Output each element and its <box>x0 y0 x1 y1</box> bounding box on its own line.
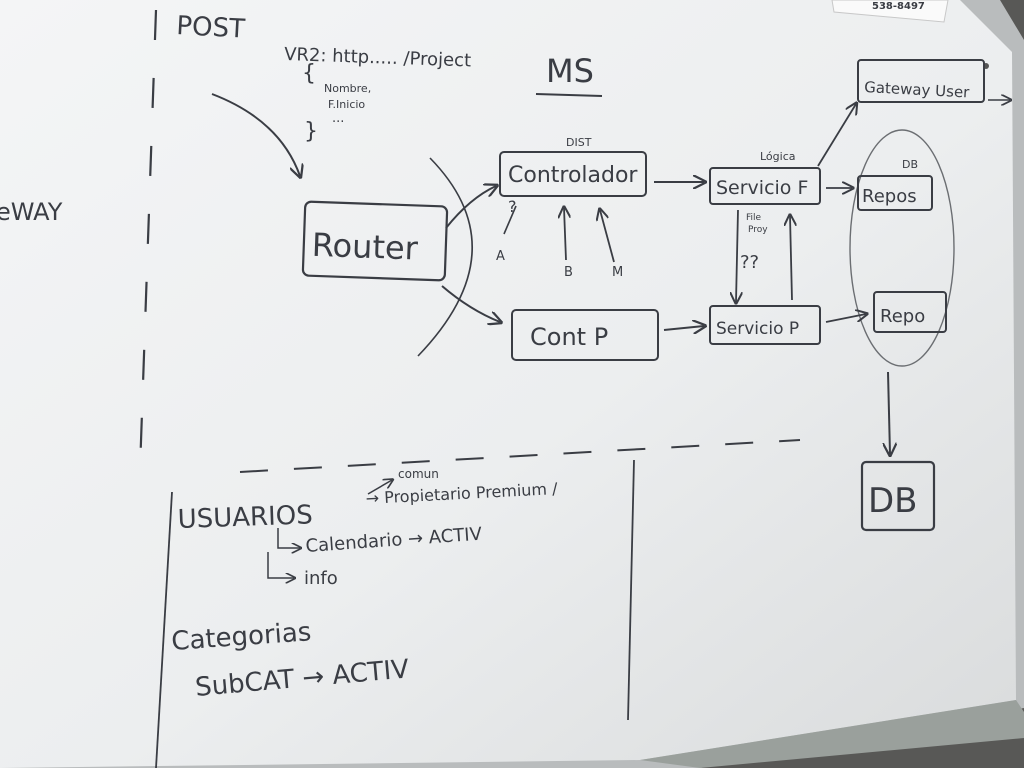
label-m: M <box>612 265 623 280</box>
notes-left-border <box>155 491 173 768</box>
arrow-servicef-to-gateway <box>817 104 856 167</box>
comun-label: comun <box>398 467 439 481</box>
arrow-servicef-down <box>736 209 738 302</box>
db-group-ellipse <box>849 129 955 367</box>
logica-label: Lógica <box>760 150 796 163</box>
arrow-router-to-controller <box>445 186 496 229</box>
db-group-label: DB <box>902 158 918 171</box>
servicep-label: Servicio P <box>716 319 799 339</box>
servicef-box <box>709 167 821 205</box>
payload-open-brace: { <box>302 61 316 86</box>
payload-close-brace: } <box>304 119 318 144</box>
ms-label: MS <box>546 52 594 90</box>
question-marks: ?? <box>740 252 759 273</box>
router-box <box>301 200 449 282</box>
router-arc <box>417 157 473 357</box>
arrow-router-to-contp <box>441 285 500 322</box>
ms-underline <box>535 93 603 97</box>
left-edge-text: eWAY <box>0 198 63 226</box>
arrow-repo-to-db <box>888 371 890 454</box>
contp-box <box>511 309 659 361</box>
label-b: B <box>564 265 573 280</box>
usuarios-label: USUARIOS <box>177 500 313 535</box>
db-label: DB <box>868 481 918 521</box>
controller-label: Controlador <box>508 163 638 188</box>
label-a: A <box>496 249 505 264</box>
router-label: Router <box>311 226 419 268</box>
repos-box <box>857 175 933 211</box>
controller-box <box>499 151 647 197</box>
post-method-text: POST <box>176 11 246 45</box>
dashed-divider-horizontal <box>239 439 801 473</box>
bracket-info <box>267 552 294 578</box>
repo-label: Repo <box>880 306 925 327</box>
file-proy-label-1: File <box>746 213 762 223</box>
gateway-user-box <box>857 59 985 103</box>
payload-more: ... <box>332 111 344 126</box>
repo-box <box>873 291 947 333</box>
arrow-servicep-up <box>790 216 792 301</box>
dist-label: DIST <box>566 136 592 149</box>
arrow-servicep-to-repo <box>825 314 866 323</box>
db-box <box>860 460 936 532</box>
dashed-divider-vertical <box>138 9 158 471</box>
arrow-to-router <box>211 93 300 176</box>
arrow-comun <box>367 480 392 495</box>
bracket-calendario <box>277 528 300 548</box>
payload-field-1: Nombre, <box>324 82 371 95</box>
arrow-contp-to-servicep <box>663 326 704 330</box>
gateway-user-label: Gateway User <box>864 78 971 102</box>
servicep-box <box>709 305 821 345</box>
arrow-m <box>600 210 615 263</box>
arrow-b <box>564 208 566 261</box>
contp-label: Cont P <box>530 323 608 351</box>
arrow-a <box>503 205 517 235</box>
paper-note <box>831 0 949 23</box>
phone-note-text: 538-8497 <box>872 1 925 12</box>
payload-field-2: F.Inicio <box>328 98 365 111</box>
servicef-label: Servicio F <box>716 177 808 199</box>
repos-label: Repos <box>862 186 917 207</box>
notes-right-border <box>627 459 635 721</box>
file-proy-label-2: Proy <box>748 225 768 235</box>
board-tray <box>640 700 1024 768</box>
info-label: info <box>304 568 338 589</box>
question-a: ? <box>508 197 517 216</box>
